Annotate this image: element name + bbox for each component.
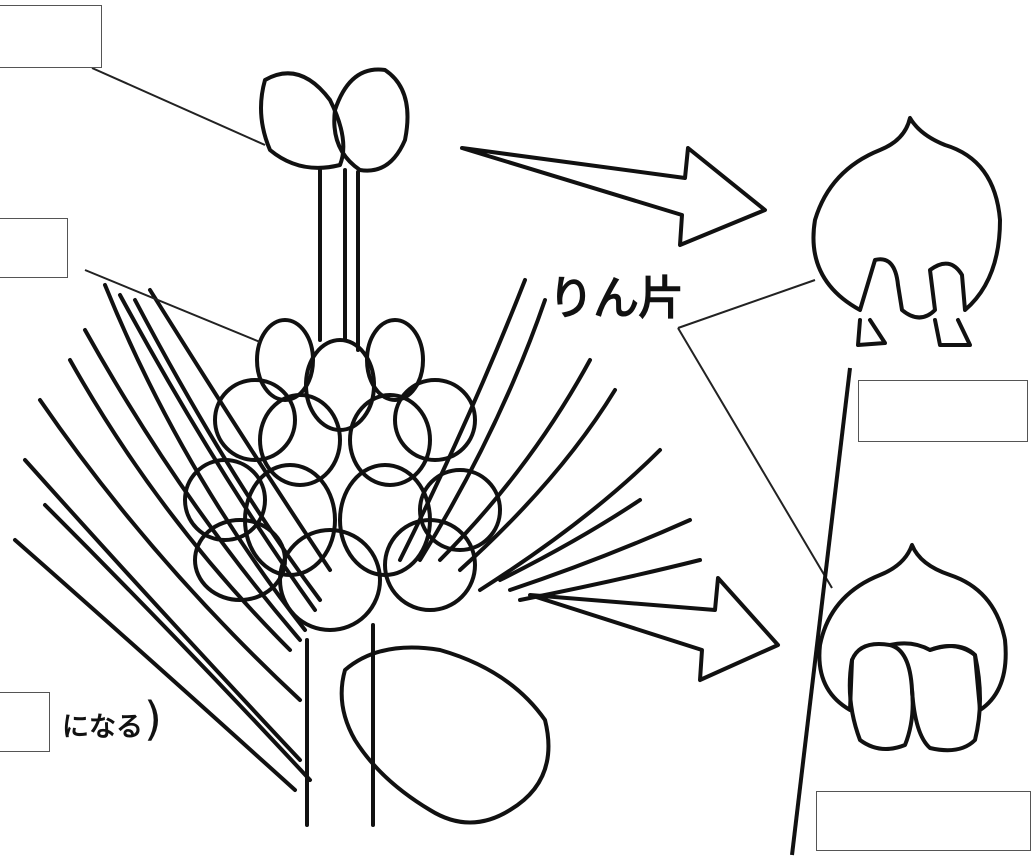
female-scale-drawing bbox=[813, 118, 1000, 345]
answer-box-top-left[interactable] bbox=[0, 5, 102, 68]
male-scale-drawing bbox=[819, 545, 1005, 750]
male-flower-cluster bbox=[185, 320, 500, 630]
answer-box-mid-left[interactable] bbox=[0, 218, 68, 278]
answer-box-right-upper[interactable] bbox=[858, 380, 1028, 442]
leader-line-scale-upper bbox=[678, 280, 815, 328]
stems bbox=[307, 170, 373, 825]
closing-paren: ) bbox=[144, 692, 162, 746]
female-flower bbox=[261, 70, 408, 171]
answer-box-bottom-left[interactable] bbox=[0, 692, 50, 752]
leader-line-scale-lower bbox=[678, 328, 832, 588]
becomes-label: になる bbox=[62, 705, 143, 744]
answer-box-right-lower[interactable] bbox=[816, 791, 1031, 851]
scale-label: りん片 bbox=[548, 262, 683, 328]
leader-line-mid bbox=[85, 270, 260, 342]
leader-line-top bbox=[92, 68, 265, 145]
leader-line-long bbox=[792, 368, 850, 855]
arrows bbox=[462, 148, 778, 680]
